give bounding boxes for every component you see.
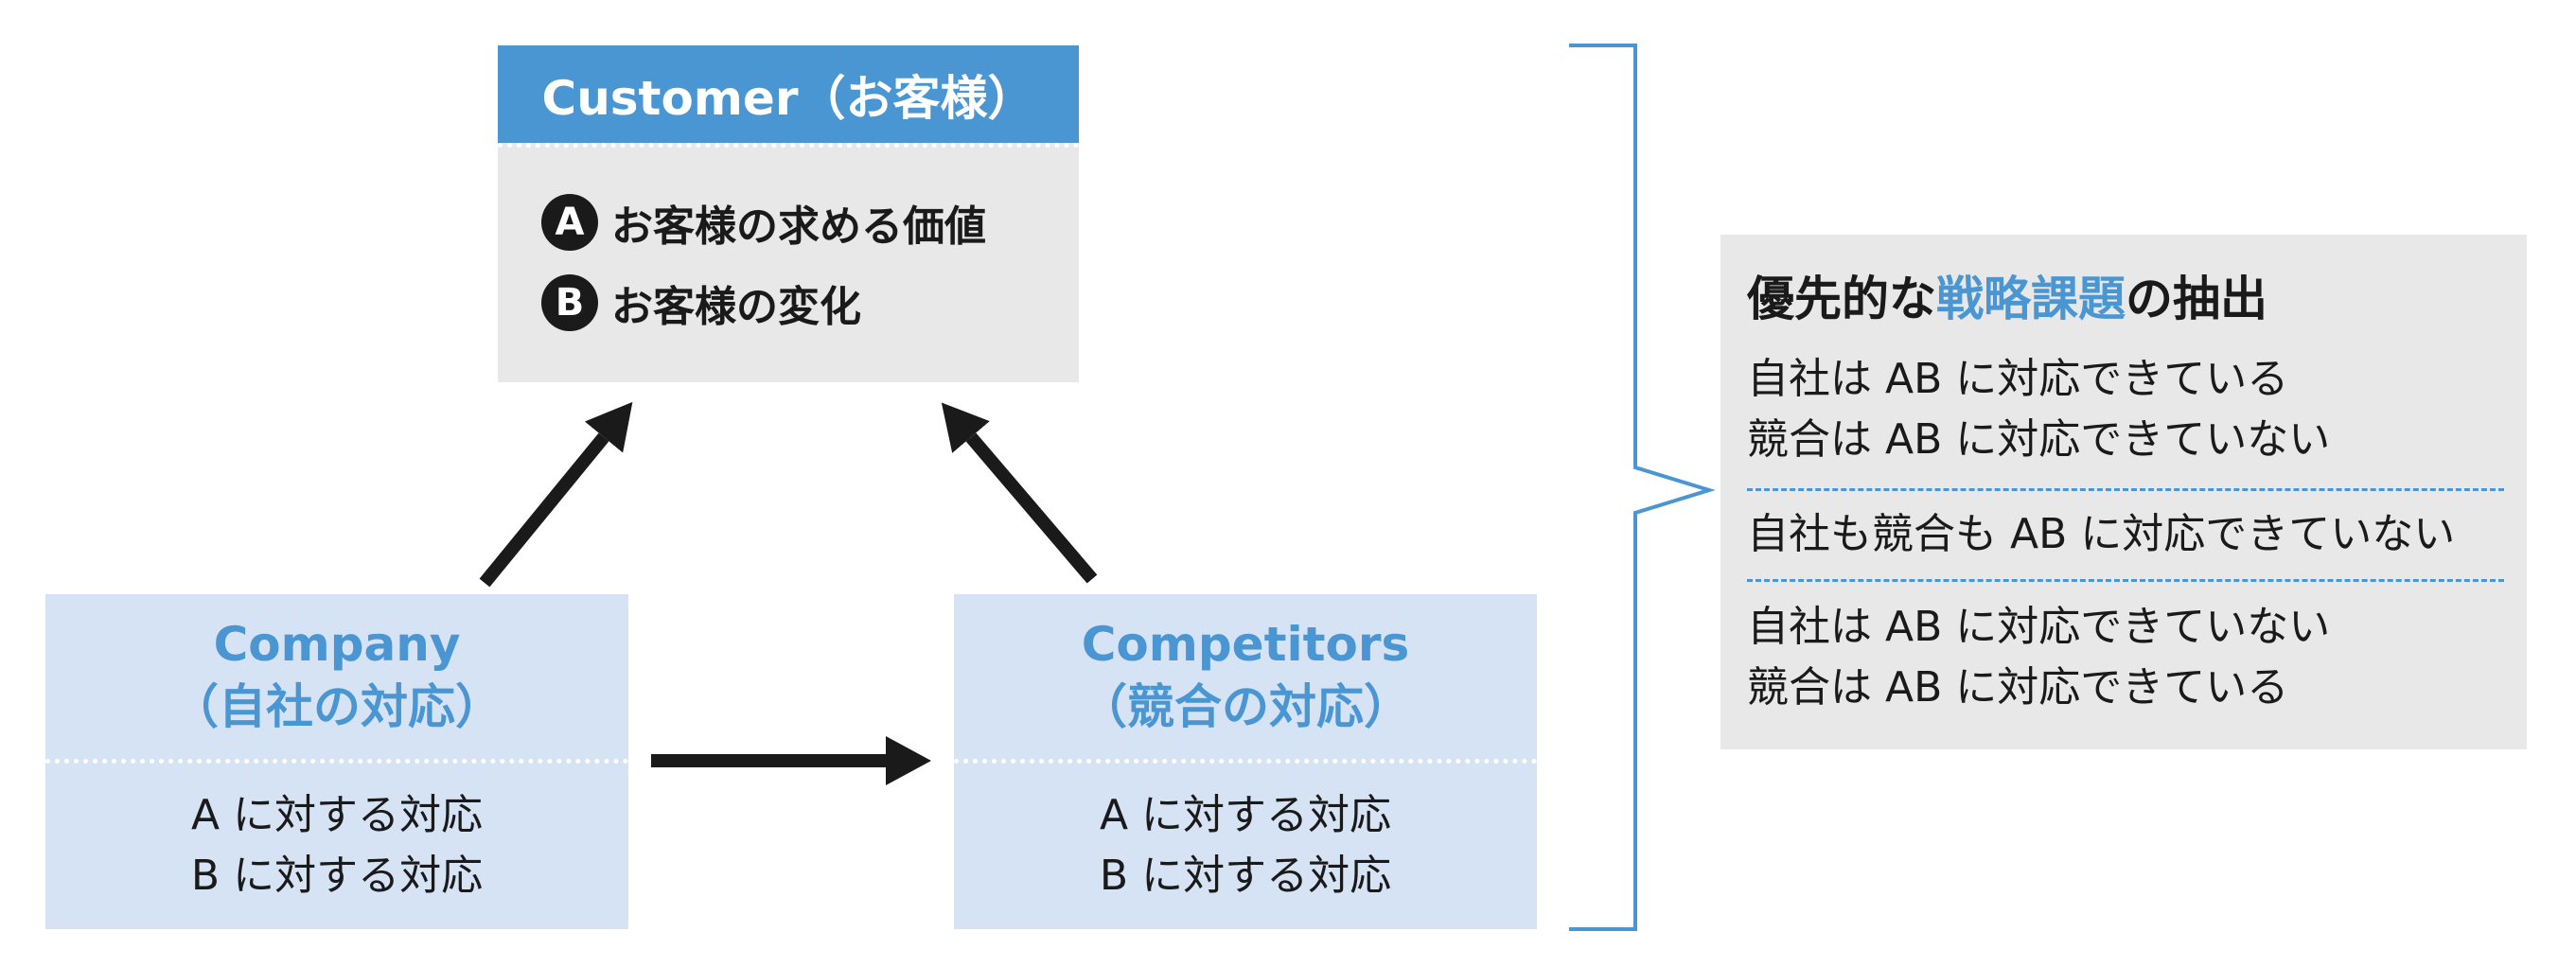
summary-box: 優先的な戦略課題の抽出 自社は AB に対応できている 競合は AB に対応でき… bbox=[1720, 235, 2527, 749]
arrow-company-to-customer bbox=[479, 401, 633, 588]
summary-title-post: の抽出 bbox=[2126, 272, 2267, 326]
company-subtitle: （自社の対応） bbox=[171, 679, 503, 734]
customer-divider bbox=[498, 143, 1079, 148]
badge-a-icon: A bbox=[541, 194, 598, 251]
customer-box: Customer（お客様） A お客様の求める価値 B お客様の変化 bbox=[498, 45, 1079, 382]
company-line-b: B に対する対応 bbox=[190, 852, 484, 900]
summary-line: 自社は AB に対応できている bbox=[1747, 355, 2289, 403]
summary-bracket bbox=[1569, 44, 1716, 931]
summary-divider bbox=[1747, 579, 2504, 582]
customer-item-a: A お客様の求める価値 bbox=[541, 192, 986, 253]
customer-item-b: B お客様の変化 bbox=[541, 273, 861, 333]
customer-title: Customer（お客様） bbox=[498, 45, 1079, 143]
summary-line: 競合は AB に対応できている bbox=[1747, 663, 2289, 712]
summary-line: 競合は AB に対応できていない bbox=[1747, 415, 2331, 464]
company-title: Company bbox=[213, 617, 461, 672]
customer-item-b-text: お客様の変化 bbox=[611, 283, 861, 331]
summary-line: 自社は AB に対応できていない bbox=[1747, 603, 2331, 651]
competitors-divider bbox=[954, 759, 1537, 764]
company-box: Company （自社の対応） A に対する対応 B に対する対応 bbox=[45, 594, 628, 929]
company-divider bbox=[45, 759, 628, 764]
arrow-competitors-to-customer bbox=[941, 402, 1098, 584]
summary-title: 優先的な戦略課題の抽出 bbox=[1747, 261, 2267, 329]
competitors-box: Competitors （競合の対応） A に対する対応 B に対する対応 bbox=[954, 594, 1537, 929]
customer-item-a-text: お客様の求める価値 bbox=[611, 202, 986, 251]
summary-title-accent: 戦略課題 bbox=[1936, 272, 2126, 326]
summary-divider bbox=[1747, 488, 2504, 491]
summary-title-pre: 優先的な bbox=[1747, 272, 1936, 326]
competitors-line-a: A に対する対応 bbox=[1099, 791, 1392, 839]
competitors-line-b: B に対する対応 bbox=[1099, 852, 1392, 900]
company-line-a: A に対する対応 bbox=[190, 791, 484, 839]
competitors-title: Competitors bbox=[1081, 617, 1410, 672]
competitors-subtitle: （競合の対応） bbox=[1080, 679, 1411, 734]
badge-b-icon: B bbox=[541, 274, 598, 331]
summary-line: 自社も競合も AB に対応できていない bbox=[1747, 510, 2456, 558]
